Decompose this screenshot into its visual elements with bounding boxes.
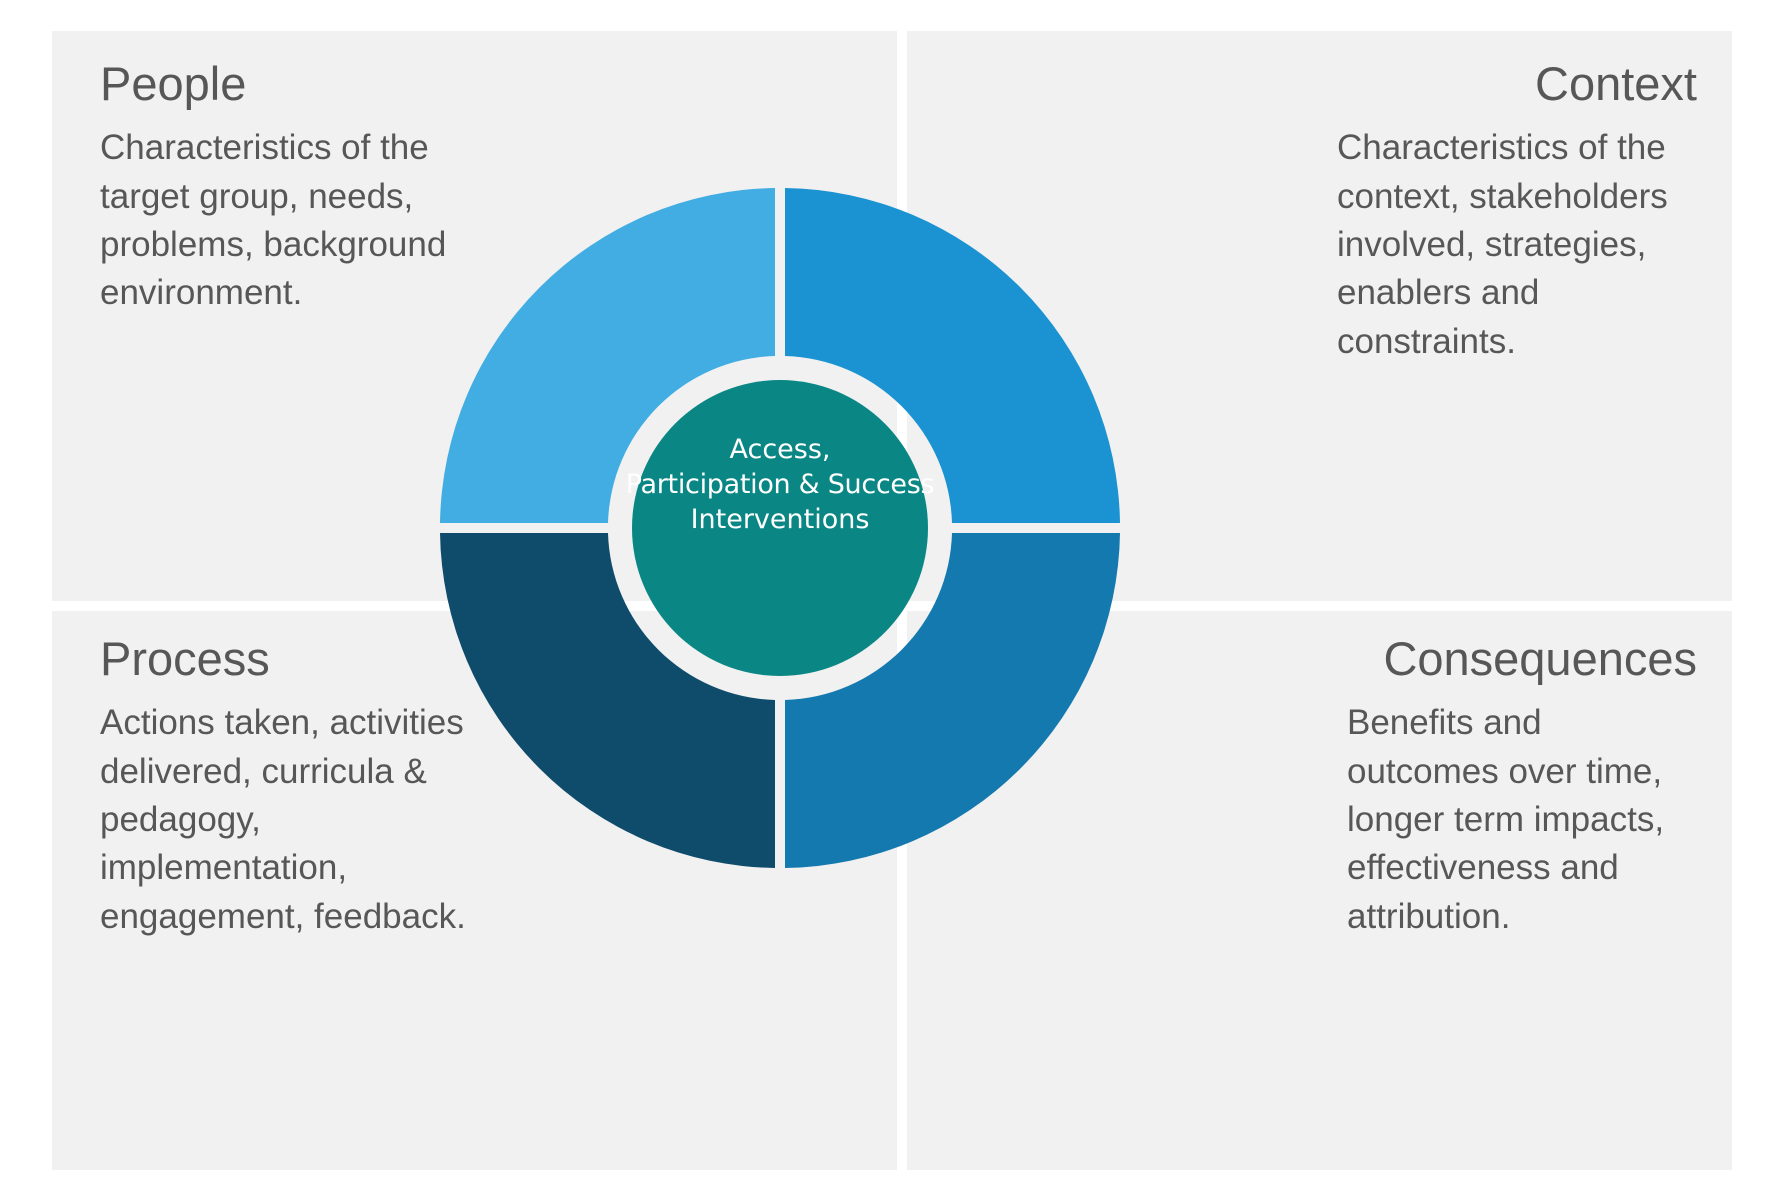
people-description: Characteristics of the target group, nee… xyxy=(100,128,447,313)
context-text-block: Context Characteristics of the context, … xyxy=(1337,59,1697,366)
context-description: Characteristics of the context, stakehol… xyxy=(1337,128,1668,361)
arc-people xyxy=(440,188,775,523)
people-title: People xyxy=(100,57,247,110)
arc-process xyxy=(440,533,775,868)
consequences-title: Consequences xyxy=(1383,632,1697,685)
process-text-block: Process Actions taken, activities delive… xyxy=(100,634,480,941)
center-circle xyxy=(632,380,928,676)
consequences-text-block: Consequences Benefits and outcomes over … xyxy=(1347,634,1697,941)
arc-context xyxy=(785,188,1120,523)
context-title: Context xyxy=(1535,57,1697,110)
arc-consequences xyxy=(785,533,1120,868)
process-description: Actions taken, activities delivered, cur… xyxy=(100,703,466,936)
donut-wheel: Access, Participation & Success Interven… xyxy=(440,188,1120,868)
consequences-description: Benefits and outcomes over time, longer … xyxy=(1347,703,1665,936)
process-title: Process xyxy=(100,632,270,685)
people-text-block: People Characteristics of the target gro… xyxy=(100,59,460,318)
